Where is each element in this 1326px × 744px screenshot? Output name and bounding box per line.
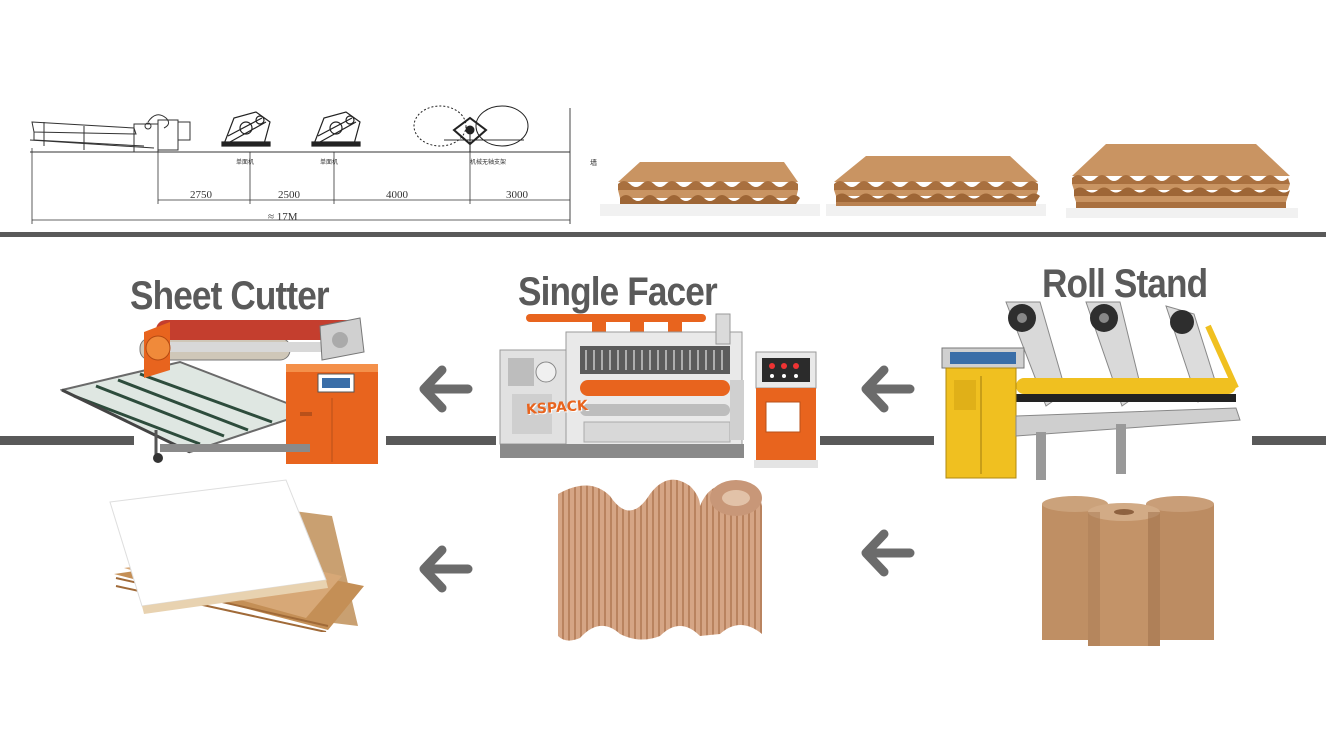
arrow-left-icon (419, 365, 473, 413)
side-label: 墙 (590, 159, 597, 167)
roll-stand-outline (413, 105, 529, 152)
machine-label-1: 单面机 (236, 158, 254, 166)
machine-label-2: 单面机 (320, 158, 338, 166)
finished-sheets (109, 479, 364, 632)
layout-drawing: 单面机 单面机 机械无轴支架 2750 2500 4000 3000 ≈ 17M (29, 105, 571, 224)
arrow-left-icon (419, 545, 473, 593)
dimension-1: 2750 (190, 189, 213, 201)
machine-label-3: 机械无轴支架 (470, 158, 506, 166)
stage-title-single-facer: Single Facer (518, 270, 718, 314)
single-facer-2-outline (311, 111, 361, 147)
single-facer-machine (499, 313, 818, 468)
roll-stand-machine (941, 301, 1241, 480)
middle-divider-mid1 (386, 436, 496, 445)
total-length: ≈ 17M (268, 211, 298, 223)
board-3-layer (826, 156, 1046, 216)
cutter-outline (29, 114, 191, 153)
dimension-2: 2500 (278, 189, 301, 201)
dimension-4: 3000 (506, 189, 529, 201)
middle-divider-right (1252, 436, 1326, 445)
middle-divider-mid2 (820, 436, 934, 445)
single-facer-1-outline (221, 111, 271, 147)
dimension-3: 4000 (386, 189, 409, 201)
top-divider (0, 232, 1326, 237)
paper-rolls (1042, 496, 1214, 646)
arrow-left-icon (861, 365, 915, 413)
middle-divider-left (0, 436, 134, 445)
sheet-cutter-machine (60, 317, 378, 464)
arrow-left-icon (861, 529, 915, 577)
stage-title-sheet-cutter: Sheet Cutter (130, 274, 330, 318)
board-2-layer (600, 162, 820, 216)
corrugated-paper (558, 479, 762, 641)
stage-title-roll-stand: Roll Stand (1042, 262, 1208, 306)
board-5-layer (1066, 144, 1298, 218)
